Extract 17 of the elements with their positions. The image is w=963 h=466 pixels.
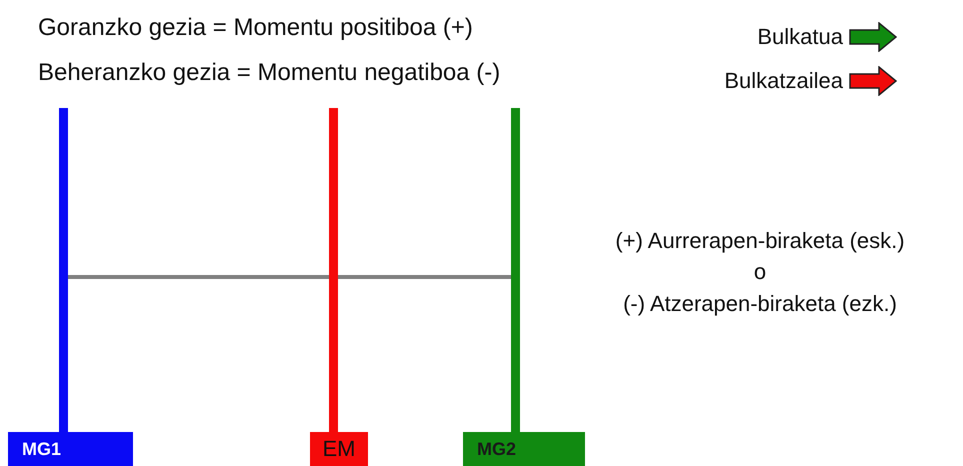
vertical-bar — [59, 108, 68, 432]
annotation-text: (-) Atzerapen-biraketa (ezk.) — [622, 291, 898, 316]
legend-text: Bulkatua — [757, 24, 843, 50]
annotation-text: o — [752, 259, 768, 284]
label-box — [463, 432, 585, 466]
vertical-bar — [511, 108, 520, 432]
node-label: EM — [322, 436, 356, 462]
label-box — [8, 432, 133, 466]
label-box — [310, 432, 368, 466]
vertical-bar — [329, 108, 338, 432]
legend-text: Bulkatzailea — [724, 68, 843, 94]
annotation-text: Beheranzko gezia = Momentu negatiboa (-) — [38, 59, 500, 87]
annotation-text: Goranzko gezia = Momentu positiboa (+) — [38, 14, 473, 42]
annotation-text: (+) Aurrerapen-biraketa (esk.) — [614, 228, 906, 254]
node-label: MG1 — [22, 438, 62, 460]
connector-line — [68, 275, 511, 279]
node-label: MG2 — [477, 438, 516, 460]
